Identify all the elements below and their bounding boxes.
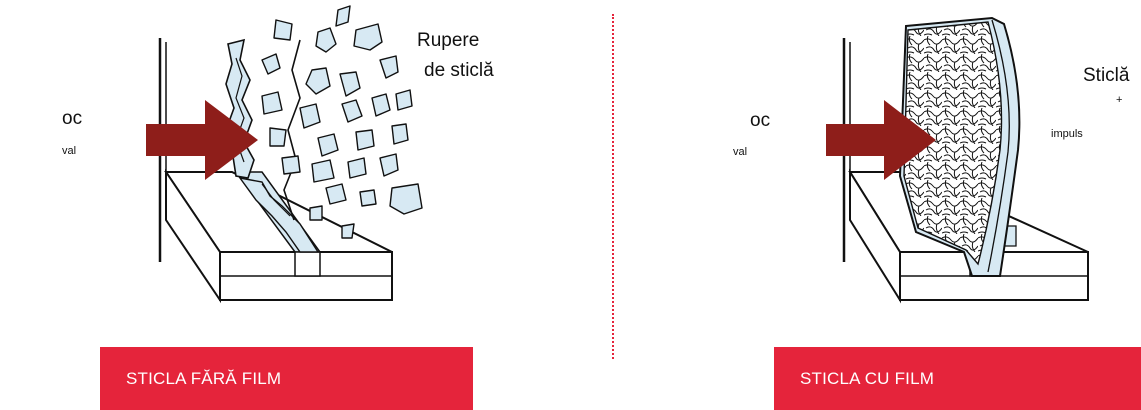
shockwave-arrow-icon — [826, 100, 936, 180]
caption-without-film: STICLA FĂRĂ FILM — [100, 347, 473, 410]
divider — [612, 14, 614, 359]
plus-label: + — [1116, 94, 1123, 106]
wave-label: val — [733, 146, 748, 158]
shock-label: oc — [62, 108, 83, 129]
shock-label: oc — [750, 110, 771, 131]
glass-label: Sticlă — [1083, 65, 1130, 86]
break-label-line2: de sticlă — [424, 60, 494, 81]
shockwave-arrow-icon — [146, 100, 258, 180]
impulse-label: impuls — [1051, 128, 1083, 140]
wave-label: val — [62, 145, 77, 157]
glass-shard-icon — [261, 5, 423, 239]
glass-without-film-diagram — [146, 5, 423, 304]
break-label-line1: Rupere — [417, 30, 480, 51]
panel-without-film: oc val Rupere de sticlă STICLA FĂRĂ FILM — [0, 0, 560, 410]
caption-with-film: STICLA CU FILM — [774, 347, 1141, 410]
panel-with-film: oc val Sticlă + impuls STICLA CU FILM — [600, 0, 1141, 410]
glass-with-film-diagram — [826, 16, 1089, 304]
